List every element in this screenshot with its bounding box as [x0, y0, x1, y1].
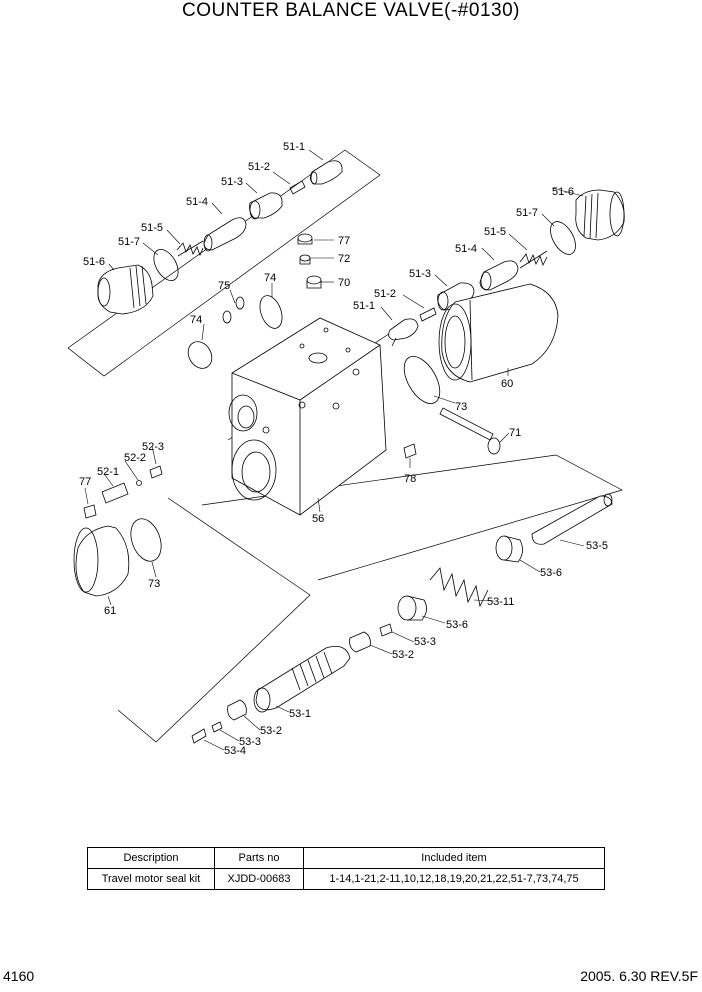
spool-assembly-left	[97, 160, 343, 315]
bolt-71	[439, 407, 501, 455]
part-label: 51-7	[118, 236, 140, 248]
cap-60	[438, 283, 559, 383]
part-label: 78	[404, 473, 416, 485]
valve-body-56	[228, 317, 387, 516]
date-revision: 2005. 6.30 REV.5F	[580, 968, 698, 984]
part-label: 51-3	[409, 268, 431, 280]
plug-78	[403, 443, 417, 459]
part-label: 51-1	[353, 300, 375, 312]
part-label: 51-4	[455, 243, 477, 255]
part-label: 53-1	[289, 708, 311, 720]
o-rings-74-75	[187, 295, 283, 369]
part-label: 60	[501, 378, 513, 390]
part-label: 61	[104, 605, 116, 617]
part-label: 53-3	[239, 736, 261, 748]
table-cell: Travel motor seal kit	[87, 868, 215, 890]
leader-lines	[84, 149, 585, 751]
part-label: 53-5	[586, 540, 608, 552]
valve-assembly-52	[73, 465, 163, 597]
exploded-parts-diagram: 51-1 51-2 51-3 51-4 51-5 51-7 51-6 51-6 …	[67, 141, 625, 757]
page-number: 4160	[3, 968, 35, 984]
part-label: 75	[218, 280, 230, 292]
o-ring-73-right	[403, 356, 441, 404]
part-label: 52-2	[124, 452, 146, 464]
part-label: 73	[455, 401, 467, 413]
seal-kit-table: Description Parts no Included item Trave…	[87, 847, 605, 890]
part-label: 51-7	[516, 207, 538, 219]
part-label: 53-2	[260, 725, 282, 737]
part-label: 51-2	[248, 161, 270, 173]
part-label: 52-1	[97, 466, 119, 478]
part-label: 51-5	[484, 226, 506, 238]
part-label: 51-6	[552, 186, 574, 198]
column-header: Included item	[303, 847, 605, 869]
part-label: 53-2	[392, 649, 414, 661]
part-label: 72	[338, 253, 350, 265]
part-label: 74	[190, 314, 202, 326]
column-header: Description	[87, 847, 215, 869]
part-label: 52-3	[142, 441, 164, 453]
part-label: 51-3	[221, 176, 243, 188]
part-label: 71	[509, 427, 521, 439]
part-label: 73	[148, 578, 160, 590]
part-label: 56	[312, 513, 324, 525]
table-row: Travel motor seal kit XJDD-00683 1-14,1-…	[87, 868, 605, 890]
spool-assembly-lower	[191, 493, 613, 744]
part-label: 70	[338, 277, 350, 289]
part-label: 51-4	[186, 196, 208, 208]
part-label: 53-11	[487, 596, 514, 608]
part-label: 53-4	[224, 745, 246, 757]
table-header-row: Description Parts no Included item	[87, 847, 605, 869]
page-title: COUNTER BALANCE VALVE(-#0130)	[182, 0, 520, 21]
part-label: 77	[79, 476, 91, 488]
part-label: 51-2	[374, 288, 396, 300]
part-labels: 51-1 51-2 51-3 51-4 51-5 51-7 51-6 51-6 …	[79, 141, 608, 757]
part-label: 51-5	[141, 222, 163, 234]
part-label: 53-6	[540, 567, 562, 579]
table-cell: 1-14,1-21,2-11,10,12,18,19,20,21,22,51-7…	[303, 868, 605, 890]
part-label: 53-3	[414, 636, 436, 648]
table-cell: XJDD-00683	[214, 868, 304, 890]
part-label: 51-6	[83, 256, 105, 268]
part-label: 51-1	[283, 141, 305, 153]
part-label: 77	[338, 235, 350, 247]
spool-assembly-right	[388, 189, 625, 347]
part-label: 53-6	[446, 619, 468, 631]
part-label: 74	[264, 272, 276, 284]
fittings-77-72-70	[297, 233, 322, 289]
column-header: Parts no	[214, 847, 304, 869]
